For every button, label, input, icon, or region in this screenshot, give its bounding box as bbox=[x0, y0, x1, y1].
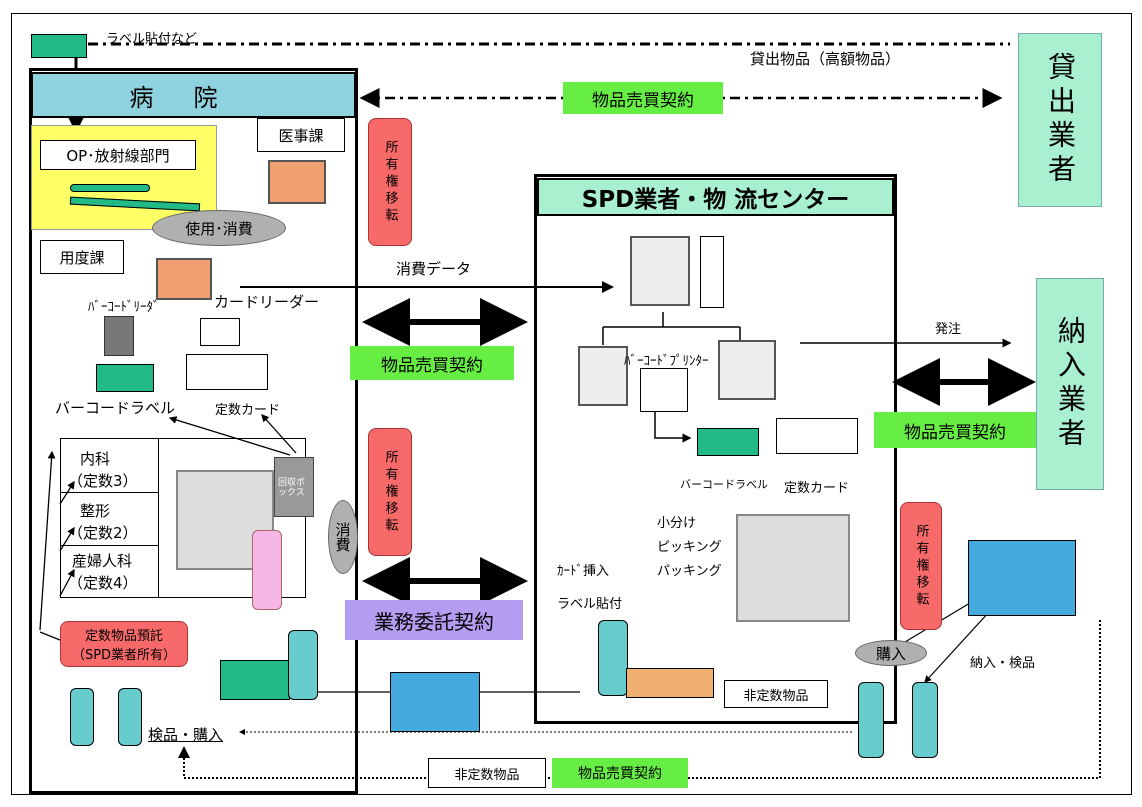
nurse-figure bbox=[252, 530, 282, 610]
fixed-deposit-box: 定数物品預託 （SPD業者所有） bbox=[60, 621, 188, 667]
fixed-deposit-line1: 定数物品預託 bbox=[84, 629, 163, 644]
consume-oval: 消費 bbox=[328, 500, 358, 574]
cart-icon bbox=[220, 660, 290, 700]
barcode-reader-label: ﾊﾞｰｺｰﾄﾞﾘｰﾀﾞ bbox=[88, 300, 160, 315]
contract-outsourcing: 業務委託契約 bbox=[345, 600, 523, 640]
work-table-icon bbox=[626, 668, 714, 698]
barcode-label-icon bbox=[96, 364, 154, 392]
subdivide-label: 小分け bbox=[657, 516, 697, 531]
barcode-printer-icon bbox=[640, 368, 688, 412]
packing-label: パッキング bbox=[657, 564, 722, 579]
card-insert-label: ｶｰﾄﾞ挿入 bbox=[557, 564, 610, 579]
worker-figure bbox=[912, 682, 938, 758]
dept-naika: 内科 bbox=[80, 450, 111, 468]
computer-icon bbox=[718, 340, 776, 400]
worker-figure bbox=[288, 630, 318, 700]
loan-items-text: 貸出物品（高額物品） bbox=[750, 48, 901, 69]
truck-icon bbox=[968, 540, 1076, 616]
truck-icon bbox=[390, 672, 480, 732]
worker-figure bbox=[598, 620, 628, 696]
card-reader-label: カードリーダー bbox=[214, 293, 320, 311]
delivery-vendor-box: 納入業者 bbox=[1036, 278, 1104, 490]
fixed-deposit-line2: （SPD業者所有） bbox=[71, 648, 177, 663]
ownership-transfer-3: 所有権移転 bbox=[900, 502, 942, 630]
departments-table bbox=[60, 438, 306, 598]
worker-figure bbox=[858, 682, 884, 758]
dept-naika-count: （定数3） bbox=[68, 472, 138, 490]
hospital-block bbox=[29, 68, 358, 794]
catheter-icon bbox=[70, 184, 150, 192]
picking-label: ピッキング bbox=[657, 540, 722, 555]
barcode-label-icon bbox=[697, 428, 759, 456]
departments-divider bbox=[158, 438, 159, 598]
worker-figure bbox=[118, 688, 142, 746]
medical-affairs-label: 医事課 bbox=[257, 118, 345, 152]
op-dept-label: OP･放射線部門 bbox=[40, 140, 196, 170]
order-label: 発注 bbox=[935, 322, 962, 337]
contract-bottom: 物品売買契約 bbox=[552, 758, 688, 788]
contract-right: 物品売買契約 bbox=[874, 412, 1036, 448]
use-consume-oval: 使用･消費 bbox=[152, 210, 286, 246]
worker-figure bbox=[70, 688, 94, 746]
computer-icon bbox=[578, 346, 628, 406]
hospital-title: 病院 bbox=[31, 72, 356, 118]
barcode-reader-icon bbox=[104, 316, 134, 356]
storage-rack bbox=[736, 514, 850, 622]
label-attach2-label: ラベル貼付 bbox=[557, 597, 623, 612]
computer-icon bbox=[156, 258, 212, 300]
barcode-label-text-center: バーコードラベル bbox=[680, 478, 768, 491]
fixed-card-text-center: 定数カード bbox=[784, 481, 850, 496]
spd-center-title: SPD業者・物 流センター bbox=[537, 178, 894, 216]
dept-sanfujinka-count: （定数4） bbox=[68, 574, 138, 592]
consume-data-label: 消費データ bbox=[396, 260, 472, 278]
fixed-card-icon bbox=[186, 354, 268, 390]
consume-oval-text: 消費 bbox=[333, 522, 352, 552]
contract-top: 物品売買契約 bbox=[563, 82, 723, 114]
collection-box-label: 回収ボックス bbox=[278, 478, 306, 498]
ownership-transfer-1: 所有権移転 bbox=[368, 118, 412, 246]
dept-sanfujinka: 産婦人科 bbox=[72, 552, 133, 570]
computer-icon bbox=[268, 160, 326, 204]
fixed-card-text-left: 定数カード bbox=[215, 403, 281, 418]
collection-box bbox=[274, 457, 314, 517]
barcode-printer-label: ﾊﾞｰｺｰﾄﾞﾌﾟﾘﾝﾀｰ bbox=[624, 354, 709, 369]
spd-center-block bbox=[534, 174, 897, 724]
contract-middle: 物品売買契約 bbox=[350, 346, 514, 380]
non-fixed-center-label: 非定数物品 bbox=[724, 680, 828, 708]
fixed-card-icon bbox=[776, 418, 858, 454]
server-tower-icon bbox=[700, 236, 724, 308]
non-fixed-bottom-label: 非定数物品 bbox=[428, 758, 546, 788]
barcode-label-text-left: バーコードラベル bbox=[55, 399, 176, 417]
departments-row-divider bbox=[60, 545, 158, 546]
label-attach-text: ラベル貼付など bbox=[106, 32, 198, 47]
server-computer-icon bbox=[630, 236, 690, 306]
loan-vendor-box: 貸出業者 bbox=[1018, 33, 1102, 207]
supplies-dept-label: 用度課 bbox=[40, 240, 124, 274]
card-reader-icon bbox=[200, 318, 240, 346]
ownership-transfer-2: 所有権移転 bbox=[368, 428, 412, 556]
label-sticker-icon bbox=[31, 34, 87, 58]
diagram-frame bbox=[11, 13, 1132, 795]
inspect-purchase-label: 検品・購入 bbox=[148, 726, 224, 744]
storage-rack bbox=[176, 470, 274, 570]
departments-row-divider bbox=[60, 492, 158, 493]
purchase-oval: 購入 bbox=[855, 640, 927, 666]
dept-seikei: 整形 bbox=[80, 502, 111, 520]
deliver-inspect-label: 納入・検品 bbox=[970, 656, 1036, 671]
dept-seikei-count: （定数2） bbox=[68, 524, 138, 542]
